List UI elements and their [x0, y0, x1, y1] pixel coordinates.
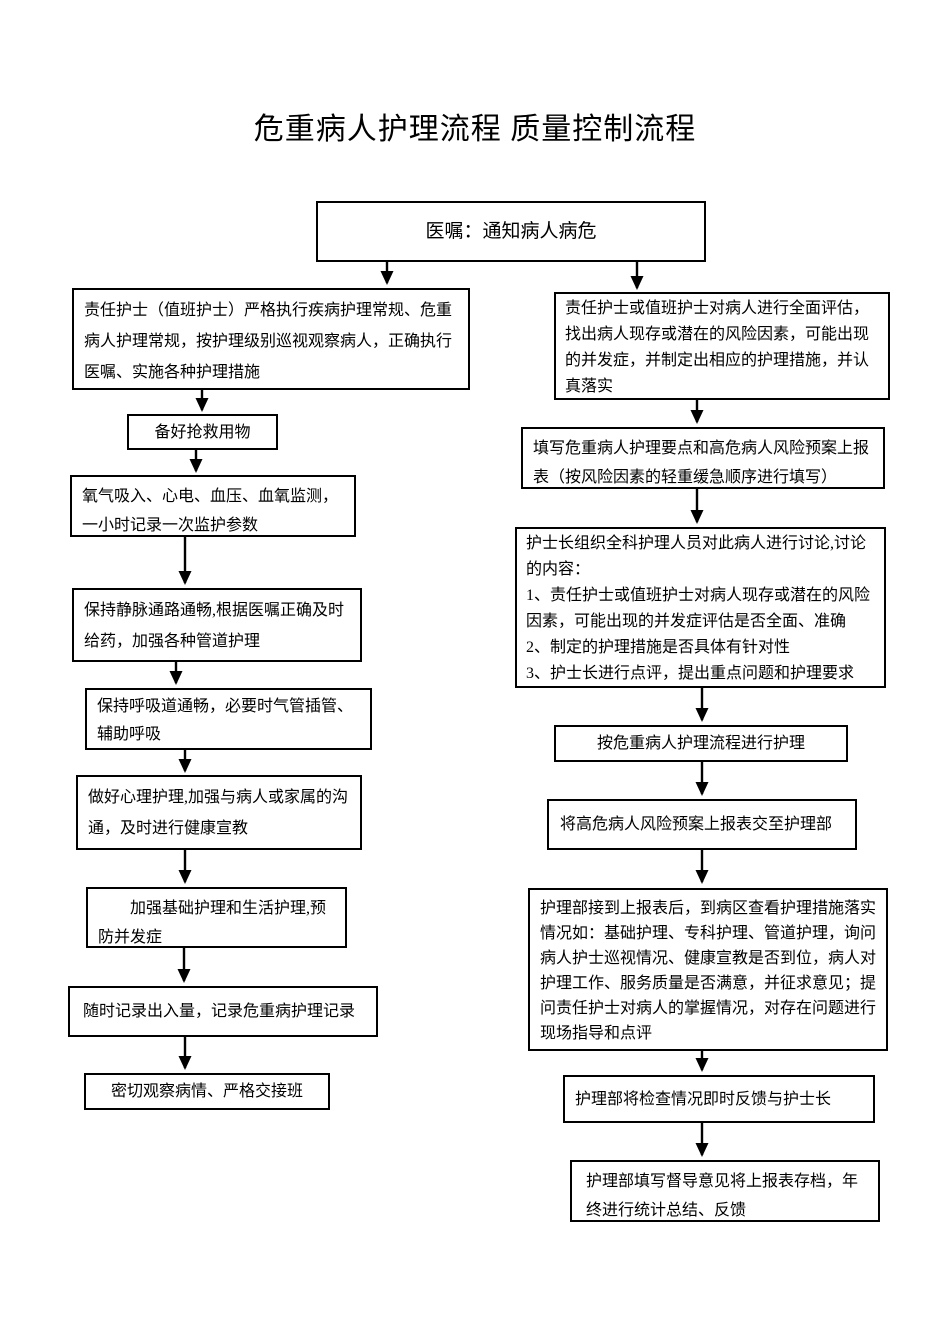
- node-feedback-to-head-nurse: 护理部将检查情况即时反馈与护士长: [563, 1075, 875, 1123]
- node-nursing-dept-inspection: 护理部接到上报表后，到病区查看护理措施落实情况如：基础护理、专科护理、管道护理，…: [528, 888, 888, 1051]
- page-title: 危重病人护理流程 质量控制流程: [253, 113, 697, 146]
- node-oxygen-and-monitoring: 氧气吸入、心电、血压、血氧监测，一小时记录一次监护参数: [70, 475, 356, 537]
- node-observe-handover: 密切观察病情、严格交接班: [84, 1073, 330, 1110]
- node-airway-management: 保持呼吸道通畅，必要时气管插管、辅助呼吸: [85, 688, 372, 750]
- node-psychological-care: 做好心理护理,加强与病人或家属的沟通，及时进行健康宣教: [76, 775, 362, 850]
- node-doctor-order: 医嘱：通知病人病危: [316, 201, 706, 262]
- node-iv-access-medication: 保持静脉通路通畅,根据医嘱正确及时给药，加强各种管道护理: [72, 588, 362, 662]
- node-comprehensive-assessment: 责任护士或值班护士对病人进行全面评估，找出病人现存或潜在的风险因素，可能出现的并…: [554, 292, 890, 400]
- node-fill-risk-report-form: 填写危重病人护理要点和高危病人风险预案上报表（按风险因素的轻重缓急顺序进行填写）: [521, 427, 885, 489]
- node-execute-nursing-routines: 责任护士（值班护士）严格执行疾病护理常规、危重病人护理常规，按护理级别巡视观察病…: [72, 288, 470, 390]
- node-prepare-rescue-supplies: 备好抢救用物: [127, 414, 278, 450]
- node-head-nurse-discussion: 护士长组织全科护理人员对此病人进行讨论,讨论的内容： 1、责任护士或值班护士对病…: [515, 527, 886, 688]
- node-follow-critical-care-process: 按危重病人护理流程进行护理: [554, 725, 848, 762]
- node-archive-and-annual-summary: 护理部填写督导意见将上报表存档，年终进行统计总结、反馈: [570, 1160, 880, 1222]
- node-submit-report-to-nursing-dept: 将高危病人风险预案上报表交至护理部: [547, 799, 857, 850]
- node-basic-life-care: 加强基础护理和生活护理,预防并发症: [86, 887, 347, 948]
- node-record-intake-output: 随时记录出入量，记录危重病护理记录: [68, 986, 378, 1037]
